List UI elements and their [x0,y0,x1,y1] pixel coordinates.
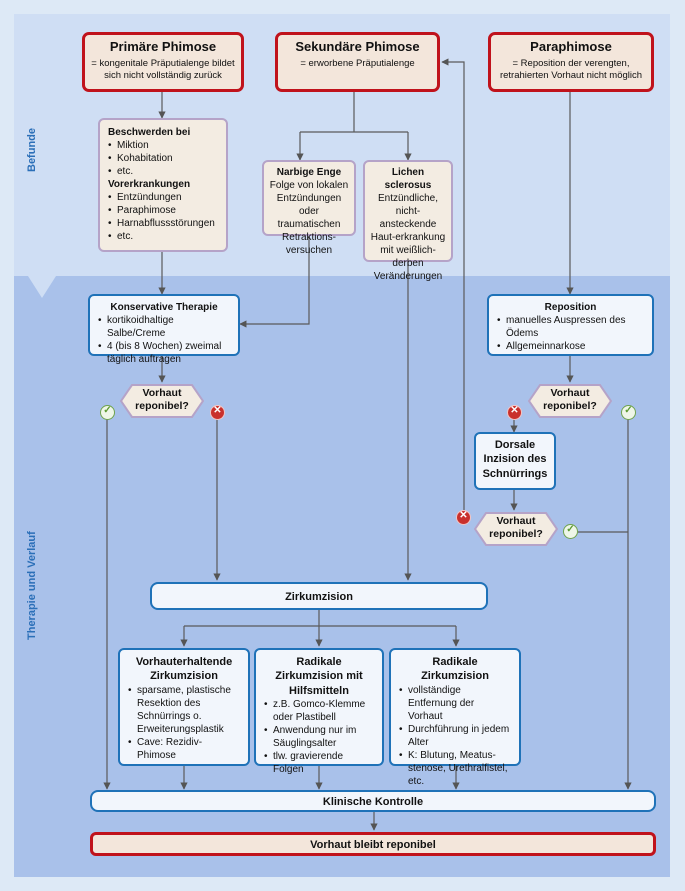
konservative-therapie-title: Konservative Therapie [110,302,218,313]
split-sekundaer [300,92,408,133]
primaere-phimose-title: Primäre Phimose [109,39,217,54]
list-item: Entzündungen [108,191,218,204]
list-item: Allgemeinnarkose [497,340,644,353]
dorsale-inzision-box: Dorsale Inzision des Schnürrings [474,432,556,490]
vorhauterhaltende-title: Vorhauterhaltende Zirkumzision [135,656,233,683]
checkmark-icon: ✓ [621,405,636,420]
lichen-sclerosus-title: Lichen sclerosus [384,167,432,191]
list-item: Anwendung nur im Säuglingsalter [264,724,374,750]
decision-label-1: Vorhaut reponibel? [135,387,189,412]
vorhaut-bleibt-reponibel-title: Vorhaut bleibt reponibel [310,839,436,851]
zirkumzision-box: Zirkumzision [150,582,488,610]
list-item: Paraphimose [108,204,218,217]
beschwerden-heading: Beschwerden bei [108,127,191,138]
checkmark-icon: ✓ [100,405,115,420]
konservative-therapie-list: kortikoidhaltige Salbe/Creme 4 (bis 8 Wo… [98,314,230,366]
vorerkrankungen-list: Entzündungen Paraphimose Harnabflussstör… [108,191,218,243]
list-item: manuelles Auspressen des Ödems [497,314,644,340]
sekundaere-phimose-title: Sekundäre Phimose [295,39,420,54]
klinische-kontrolle-title: Klinische Kontrolle [322,796,424,808]
lichen-sclerosus-text: Entzündliche, nicht-ansteckende Haut-erk… [370,193,446,282]
radikale-hilfsmittel-list: z.B. Gomco-Klemme oder Plastibell Anwend… [264,698,374,776]
list-item: Durchführung in jedem Alter [399,723,511,749]
vorhauterhaltende-zirkumzision-box: Vorhauterhaltende Zirkumzision sparsame,… [118,648,250,766]
vorhaut-bleibt-reponibel-box: Vorhaut bleibt reponibel [90,832,656,856]
list-item: kortikoidhaltige Salbe/Creme [98,314,230,340]
sekundaere-phimose-box: Sekundäre Phimose = erworbene Präputiale… [275,32,440,92]
dorsale-inzision-title: Dorsale Inzision des Schnürrings [482,439,548,480]
list-item: etc. [108,230,218,243]
list-item: Cave: Rezidiv-Phimose [128,736,240,762]
list-item: tlw. gravierende Folgen [264,750,374,776]
arrow-narbige-konservativ [239,236,310,328]
narbige-enge-title: Narbige Enge [276,167,342,178]
paraphimose-title: Paraphimose [530,39,612,54]
klinische-kontrolle-box: Klinische Kontrolle [90,790,656,812]
list-item: Miktion [108,139,218,152]
narbige-enge-box: Narbige Enge Folge von lokalen Entzündun… [262,160,356,256]
radikale-zirkumzision-title: Radikale Zirkumzision [421,656,489,683]
zirkumzision-title: Zirkumzision [285,591,353,603]
radikale-hilfsmittel-title: Radikale Zirkumzision mit Hilfsmitteln [275,656,363,697]
list-item: etc. [108,165,218,178]
band-notch [28,276,56,298]
list-item: vollständige Entfernung der Vorhaut [399,684,511,723]
reposition-title: Reposition [544,302,597,313]
cross-icon: ✕ [210,405,225,420]
list-item: Harnabflussstörungen [108,217,218,230]
decision-label-3: Vorhaut reponibel? [489,515,543,540]
radikale-zirkumzision-box: Radikale Zirkumzision vollständige Entfe… [389,648,521,787]
beschwerden-list: Miktion Kohabitation etc. [108,139,218,178]
decision-label-2: Vorhaut reponibel? [543,387,597,412]
paraphimose-box: Paraphimose = Reposition der verengten, … [488,32,654,92]
list-item: z.B. Gomco-Klemme oder Plastibell [264,698,374,724]
decision-diamond-3 [474,512,558,546]
lichen-sclerosus-box: Lichen sclerosus Entzündliche, nicht-ans… [363,160,453,282]
list-item: Kohabitation [108,152,218,165]
list-item: K: Blutung, Meatus-stenose, Urethralfist… [399,749,511,788]
paraphimose-subtitle: = Reposition der verengten, retrahierten… [499,57,643,82]
vorerkrankungen-heading: Vorerkrankungen [108,179,191,190]
beschwerden-box: Beschwerden bei Miktion Kohabitation etc… [98,118,228,252]
decision-diamond-2 [528,384,612,418]
radikale-zirkumzision-list: vollständige Entfernung der Vorhaut Durc… [399,684,511,788]
vorhauterhaltende-list: sparsame, plastische Resektion des Schnü… [128,684,240,762]
arrow-decision3-no [441,58,465,517]
reposition-box: Reposition manuelles Auspressen des Ödem… [487,294,654,356]
therapie-band [14,276,670,877]
checkmark-icon: ✓ [563,524,578,539]
narbige-enge-text: Folge von lokalen Entzündungen oder trau… [269,180,349,256]
list-item: sparsame, plastische Resektion des Schnü… [128,684,240,736]
decision-diamond-1 [120,384,204,418]
list-item: 4 (bis 8 Wochen) zweimal täglich auftrag… [98,340,230,366]
split-zirkumzision [184,610,456,627]
cross-icon: ✕ [507,405,522,420]
primaere-phimose-subtitle: = kongenitale Präputialenge bildet sich … [91,57,235,82]
primaere-phimose-box: Primäre Phimose = kongenitale Präputiale… [82,32,244,92]
cross-icon: ✕ [456,510,471,525]
sekundaere-phimose-subtitle: = erworbene Präputialenge [300,57,415,69]
radikale-zirkumzision-hilfsmittel-box: Radikale Zirkumzision mit Hilfsmitteln z… [254,648,384,775]
reposition-list: manuelles Auspressen des Ödems Allgemein… [497,314,644,353]
konservative-therapie-box: Konservative Therapie kortikoidhaltige S… [88,294,240,365]
